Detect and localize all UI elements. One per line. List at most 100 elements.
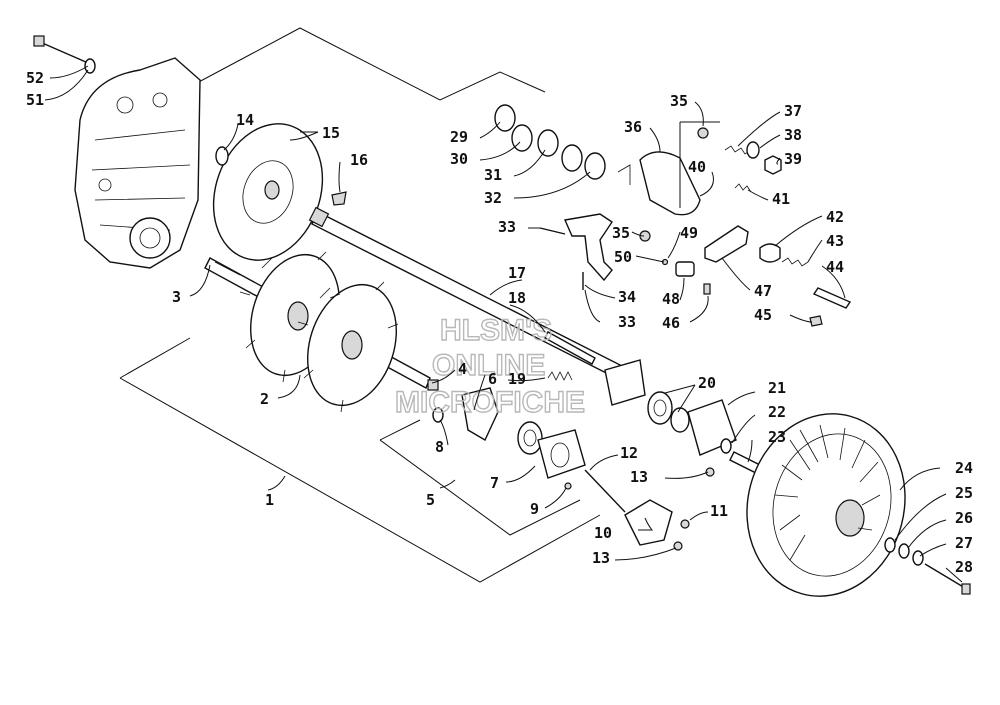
callout-labels: 52 51 14 15 16 3 2 1 4 6 8 7 9 5 10 11 1… [26, 69, 973, 576]
washer-22 [720, 438, 732, 454]
callout-8: 8 [435, 438, 444, 456]
callout-19: 19 [508, 370, 526, 388]
pin-45 [809, 315, 823, 327]
callout-21: 21 [768, 379, 786, 397]
washer-27 [912, 550, 924, 566]
bearing-housing-group [427, 379, 586, 490]
callout-35-upper: 35 [670, 92, 688, 110]
cap-10 [624, 499, 673, 546]
spring-37 [724, 145, 752, 155]
housing-36 [617, 151, 701, 216]
callout-3: 3 [172, 288, 181, 306]
callout-35-lower: 35 [612, 224, 630, 242]
key-16 [331, 191, 347, 206]
callout-14: 14 [236, 111, 254, 129]
callout-25: 25 [955, 484, 973, 502]
callout-51: 51 [26, 91, 44, 109]
callout-36: 36 [624, 118, 642, 136]
callout-26: 26 [955, 509, 973, 527]
gearcase-housing [74, 57, 201, 269]
callout-32: 32 [484, 189, 502, 207]
callout-22: 22 [768, 403, 786, 421]
callout-50: 50 [614, 248, 632, 266]
callout-43: 43 [826, 232, 844, 250]
callout-17: 17 [508, 264, 526, 282]
callout-4: 4 [458, 360, 467, 378]
callout-44: 44 [826, 258, 844, 276]
callout-47: 47 [754, 282, 772, 300]
callout-33-lower: 33 [618, 313, 636, 331]
callout-49: 49 [680, 224, 698, 242]
callout-13-upper: 13 [630, 468, 648, 486]
spring-43 [781, 257, 809, 267]
ball-35b [639, 230, 651, 242]
callout-31: 31 [484, 166, 502, 184]
nut-13a [705, 467, 715, 477]
callout-41: 41 [772, 190, 790, 208]
sprocket-2 [239, 251, 399, 413]
svg-text:ONLINE: ONLINE [432, 349, 545, 382]
ball-35 [697, 127, 709, 139]
callout-18: 18 [508, 289, 526, 307]
rod-44 [812, 287, 852, 309]
assembly-bracket-lines [119, 27, 601, 583]
watermark: HLSM'S ONLINE MICROFICHE [394, 313, 585, 419]
callout-13-lower: 13 [592, 549, 610, 567]
callout-40: 40 [688, 158, 706, 176]
pin-18 [544, 331, 596, 365]
callout-20: 20 [698, 374, 716, 392]
screw-33 [539, 227, 566, 235]
screw-46 [703, 283, 711, 295]
callout-37: 37 [784, 102, 802, 120]
callout-38: 38 [784, 126, 802, 144]
nut-39 [764, 155, 782, 175]
spring-19 [547, 371, 573, 381]
callout-12: 12 [620, 444, 638, 462]
nut-11 [680, 519, 690, 529]
svg-text:HLSM'S: HLSM'S [440, 314, 552, 347]
callout-46: 46 [662, 314, 680, 332]
bolt-28 [924, 563, 971, 595]
washer-14 [215, 146, 229, 166]
bushing-42 [759, 243, 781, 263]
callout-5: 5 [426, 491, 435, 509]
callout-42: 42 [826, 208, 844, 226]
washer-38 [746, 141, 760, 159]
washer-26 [898, 543, 910, 559]
callout-24: 24 [955, 459, 973, 477]
callout-34: 34 [618, 288, 636, 306]
callout-6: 6 [488, 370, 497, 388]
block-48 [675, 261, 695, 277]
callout-9: 9 [530, 500, 539, 518]
callout-30: 30 [450, 150, 468, 168]
brake-disc-15 [212, 123, 324, 261]
callout-45: 45 [754, 306, 772, 324]
driven-pulley-24 [746, 413, 906, 597]
callout-2: 2 [260, 390, 269, 408]
bearing-20 [604, 359, 690, 433]
callout-10: 10 [594, 524, 612, 542]
svg-text:MICROFICHE: MICROFICHE [395, 386, 585, 419]
callout-15: 15 [322, 124, 340, 142]
washer-25 [884, 537, 896, 553]
callout-39: 39 [784, 150, 802, 168]
callout-33-upper: 33 [498, 218, 516, 236]
bracket-34 [564, 213, 613, 282]
callout-23: 23 [768, 428, 786, 446]
spring-41 [734, 183, 752, 193]
lever-47 [704, 225, 749, 263]
callout-11: 11 [710, 502, 728, 520]
callout-1: 1 [265, 491, 274, 509]
retaining-rings [494, 104, 606, 180]
callout-48: 48 [662, 290, 680, 308]
leader-lines [44, 65, 963, 583]
callout-29: 29 [450, 128, 468, 146]
callout-28: 28 [955, 558, 973, 576]
callout-7: 7 [490, 474, 499, 492]
callout-52: 52 [26, 69, 44, 87]
callout-16: 16 [350, 151, 368, 169]
callout-27: 27 [955, 534, 973, 552]
washer-51 [84, 58, 96, 74]
screw-12 [584, 469, 626, 513]
